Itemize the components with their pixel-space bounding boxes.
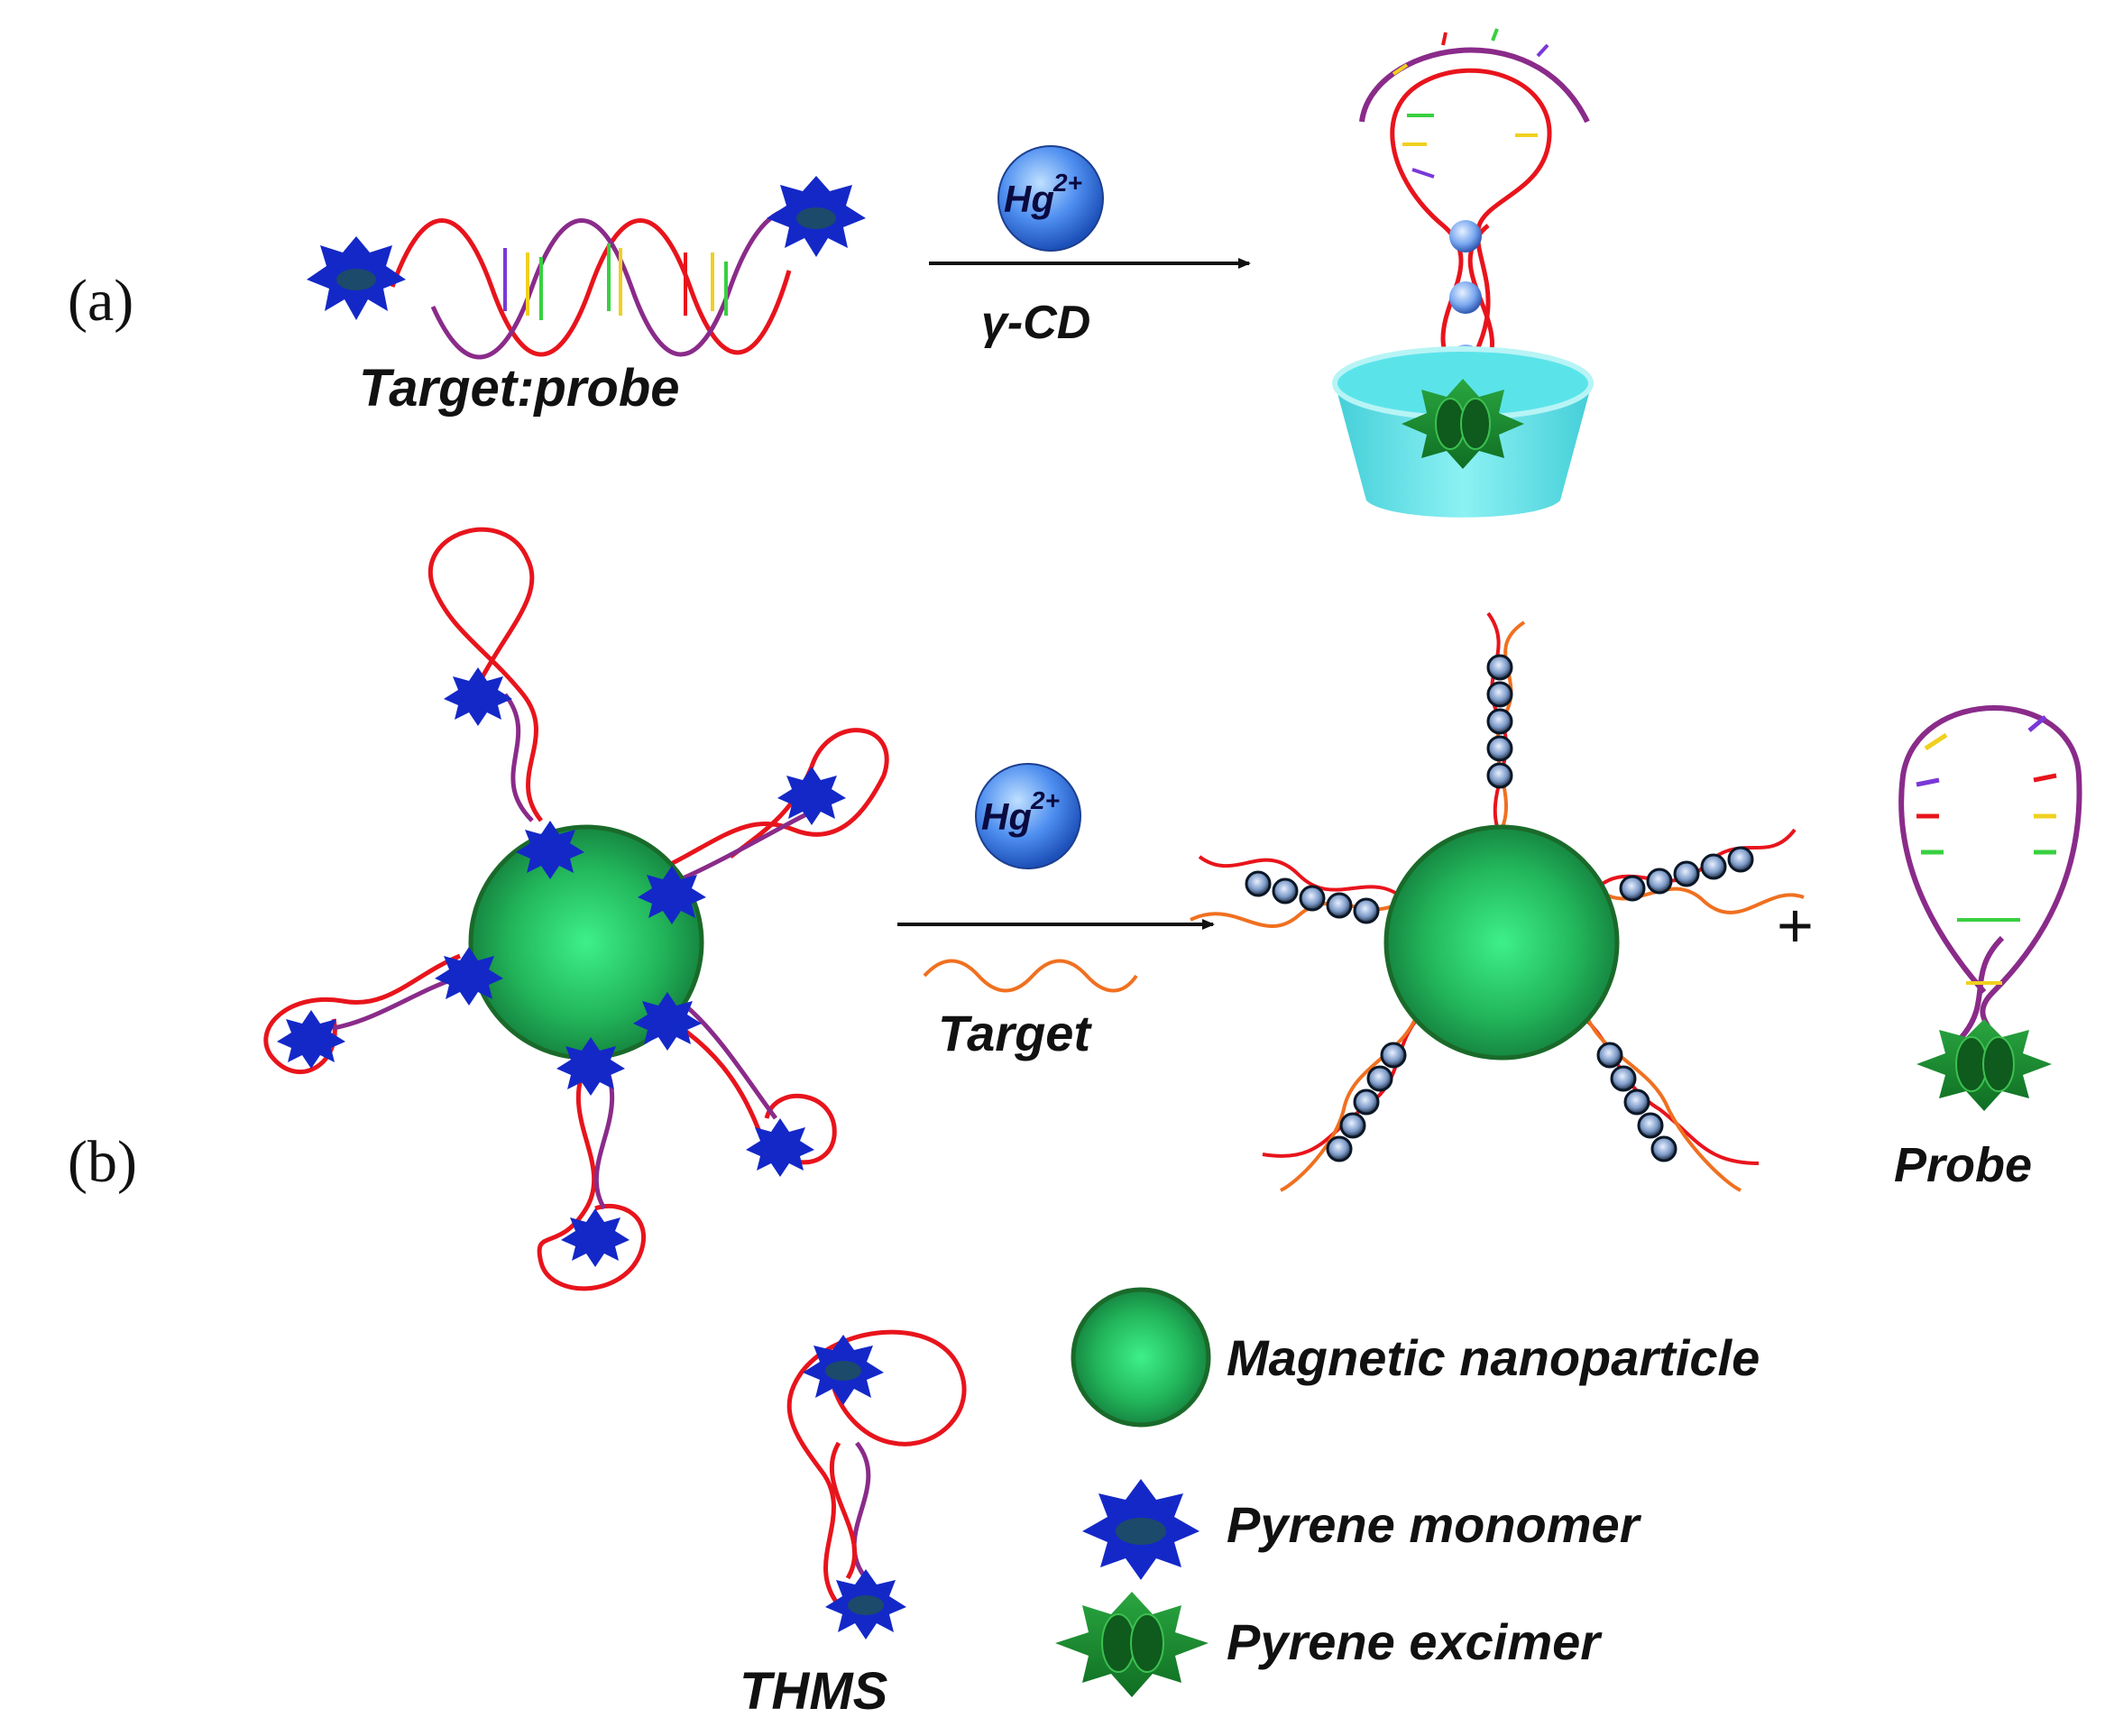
legend-monomer-icon — [1082, 1479, 1199, 1580]
probe-label: Probe — [1894, 1138, 2032, 1192]
legend-nanoparticle-icon — [1071, 1287, 1211, 1428]
legend-excimer-label: Pyrene excimer — [1227, 1613, 1603, 1670]
condition-gamma-cd: γ-CD — [981, 297, 1090, 349]
released-probe — [1898, 705, 2082, 1111]
pyrene-monomer-right — [767, 176, 866, 257]
pyrene-monomer-left — [307, 236, 406, 320]
condition-target: Target — [938, 1005, 1092, 1061]
legend-thms-label: THMS — [740, 1662, 888, 1721]
target-strand-icon — [923, 959, 1138, 993]
svg-text:2+: 2+ — [1052, 169, 1082, 197]
legend-thms-icon — [786, 1329, 967, 1640]
legend-excimer-icon — [1055, 1592, 1209, 1697]
dna-strand-purple — [430, 205, 817, 360]
legend-monomer-label: Pyrene monomer — [1227, 1496, 1642, 1553]
hg-ion-a: Hg 2+ — [997, 145, 1104, 252]
thms-nanoparticle-assembly — [263, 527, 889, 1291]
svg-text:Hg: Hg — [1004, 178, 1054, 220]
svg-text:2+: 2+ — [1030, 786, 1060, 814]
target-probe-label: Target:probe — [359, 359, 680, 418]
magnetic-nanoparticle-right — [1383, 824, 1620, 1061]
svg-text:Hg: Hg — [981, 795, 1032, 838]
target-probe-duplex — [390, 205, 817, 360]
plus-sign: + — [1777, 890, 1814, 960]
legend-nanoparticle-label: Magnetic nanoparticle — [1227, 1329, 1760, 1386]
panel-label-a: (a) — [68, 268, 133, 334]
hairpin-in-cyclodextrin — [1332, 28, 1594, 518]
hg-ion-b: Hg 2+ — [975, 763, 1081, 869]
panel-label-b: (b) — [68, 1129, 137, 1195]
dna-strand-red — [390, 218, 792, 357]
captured-nanoparticle-assembly — [1190, 611, 1805, 1192]
complement-arc — [1359, 47, 1590, 124]
